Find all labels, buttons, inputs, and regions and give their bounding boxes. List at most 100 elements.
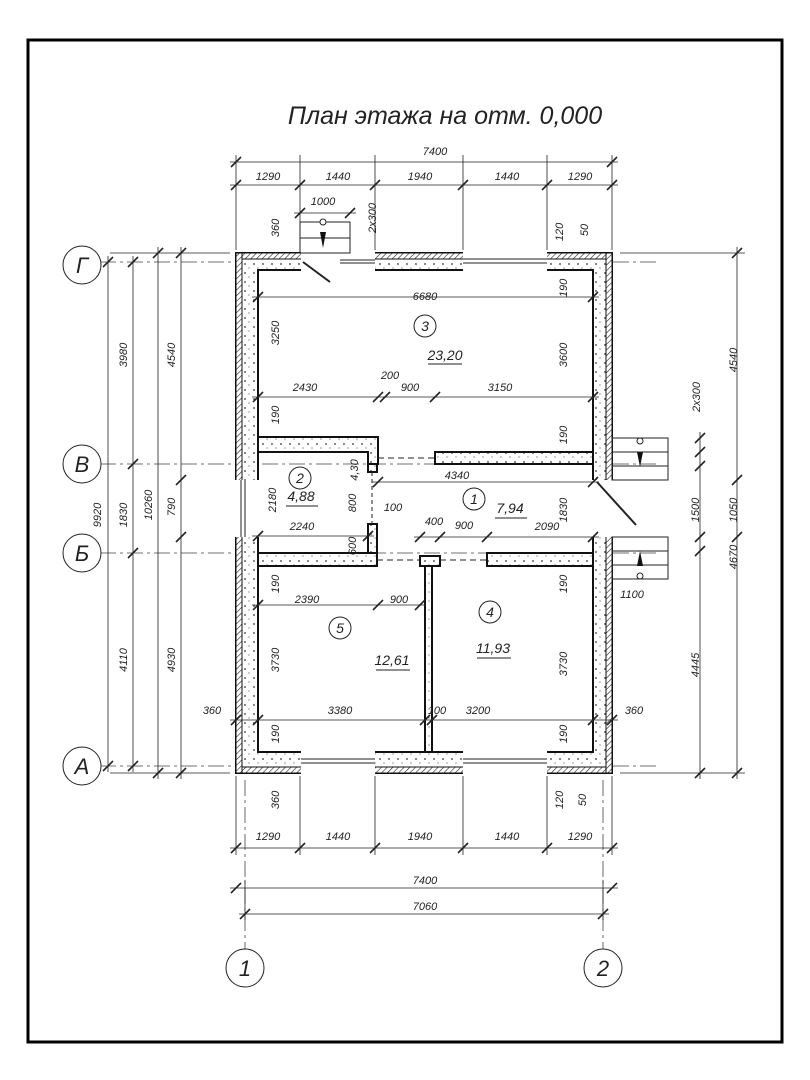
svg-text:2240: 2240 (289, 521, 315, 533)
svg-text:3150: 3150 (488, 382, 513, 394)
dimension-line (379, 391, 391, 403)
svg-text:1440: 1440 (495, 171, 520, 183)
dimension-line (606, 882, 618, 894)
dimension-line (587, 531, 599, 543)
dimension-line (731, 474, 743, 486)
dimension-line (127, 256, 139, 268)
svg-text:1: 1 (470, 491, 478, 507)
svg-text:4,88: 4,88 (287, 488, 314, 504)
svg-text:4540: 4540 (166, 342, 178, 367)
svg-text:100: 100 (428, 705, 447, 717)
dimension-line (419, 714, 431, 726)
dimension-line (102, 760, 114, 772)
svg-text:4930: 4930 (166, 647, 178, 672)
room-1: 17,94 (462, 487, 527, 519)
svg-text:3: 3 (421, 318, 429, 334)
svg-text:2: 2 (295, 470, 304, 486)
entrance-door-swing (596, 481, 637, 526)
svg-text:10260: 10260 (143, 489, 155, 520)
dimension-line (362, 530, 374, 542)
dimension-line (252, 599, 264, 611)
svg-text:800: 800 (347, 493, 359, 512)
dimension-line (694, 531, 706, 543)
svg-text:1440: 1440 (326, 171, 351, 183)
svg-text:11,93: 11,93 (476, 640, 510, 656)
axis-marker-b: Б (62, 533, 102, 573)
svg-text:3380: 3380 (328, 705, 353, 717)
svg-text:190: 190 (558, 278, 570, 297)
svg-text:200: 200 (380, 370, 400, 382)
svg-text:3730: 3730 (558, 651, 570, 676)
dimension-line (694, 446, 706, 458)
svg-text:900: 900 (401, 382, 420, 394)
dimension-line (414, 531, 426, 543)
svg-text:50: 50 (579, 223, 591, 236)
svg-text:120: 120 (554, 790, 566, 809)
svg-text:790: 790 (166, 497, 178, 516)
dimension-line (230, 714, 242, 726)
svg-text:2: 2 (596, 956, 609, 981)
svg-text:4540: 4540 (728, 347, 740, 372)
dimension-line (587, 714, 599, 726)
axis-markers: Г В Б А 1 2 (62, 245, 623, 988)
svg-text:1290: 1290 (568, 171, 593, 183)
svg-text:360: 360 (270, 218, 282, 237)
svg-text:1100: 1100 (620, 589, 645, 601)
svg-text:12,61: 12,61 (374, 652, 409, 668)
exterior-walls (234, 251, 637, 775)
svg-text:5: 5 (336, 620, 344, 636)
svg-text:7400: 7400 (423, 146, 448, 158)
room-labels: 323,20 24,88 17,94 512,61 411,93 (286, 314, 527, 671)
svg-text:А: А (73, 754, 90, 779)
dimension-line (127, 760, 139, 772)
svg-text:3250: 3250 (270, 320, 282, 345)
door-swing (302, 261, 331, 283)
svg-text:1290: 1290 (256, 171, 281, 183)
drawing-title: План этажа на отм. 0,000 (288, 102, 602, 130)
svg-text:2180: 2180 (267, 487, 279, 513)
svg-text:1290: 1290 (568, 831, 593, 843)
dimension-line (587, 476, 599, 488)
svg-text:50: 50 (577, 793, 589, 806)
svg-text:1050: 1050 (728, 497, 740, 522)
room-5: 512,61 (328, 616, 410, 671)
svg-text:1940: 1940 (408, 171, 433, 183)
svg-text:120: 120 (554, 222, 566, 241)
svg-text:7,94: 7,94 (496, 500, 523, 516)
dimension-line (694, 432, 706, 444)
dimension-line (175, 474, 187, 486)
svg-text:4110: 4110 (118, 647, 130, 672)
svg-text:Г: Г (76, 253, 90, 278)
svg-text:4670: 4670 (728, 544, 740, 569)
svg-text:1500: 1500 (690, 497, 702, 522)
svg-text:2x300: 2x300 (691, 381, 703, 413)
axis-marker-g: Г (62, 245, 102, 285)
svg-text:360: 360 (270, 790, 282, 809)
dimension-line (694, 545, 706, 557)
dimension-labels-bottom: 360 120 50 1290 1440 1940 1440 1290 7400… (256, 790, 593, 913)
dimension-line (252, 291, 264, 303)
svg-text:190: 190 (270, 574, 282, 593)
dimension-labels-left: 3980 4540 9920 1830 10260 790 4110 4930 (92, 342, 178, 672)
svg-text:1440: 1440 (495, 831, 520, 843)
svg-text:2390: 2390 (294, 594, 320, 606)
svg-text:1940: 1940 (408, 831, 433, 843)
svg-text:2430: 2430 (292, 382, 318, 394)
svg-text:900: 900 (390, 594, 409, 606)
grid-lines (100, 261, 660, 950)
axis-marker-a: А (62, 746, 102, 786)
dimension-labels-top: 7400 1290 1440 1940 1440 1290 1000 2x300… (256, 146, 593, 241)
dimension-line (230, 882, 242, 894)
dimension-line (252, 391, 264, 403)
svg-text:360: 360 (203, 705, 222, 717)
svg-text:23,20: 23,20 (426, 347, 462, 363)
room-4: 411,93 (476, 600, 511, 659)
svg-text:360: 360 (625, 705, 644, 717)
svg-text:2x300: 2x300 (367, 202, 379, 234)
svg-text:1: 1 (239, 956, 251, 981)
svg-text:1830: 1830 (558, 497, 570, 522)
svg-text:4,30: 4,30 (349, 458, 361, 480)
dimension-line (102, 256, 114, 268)
svg-text:4: 4 (486, 604, 494, 620)
